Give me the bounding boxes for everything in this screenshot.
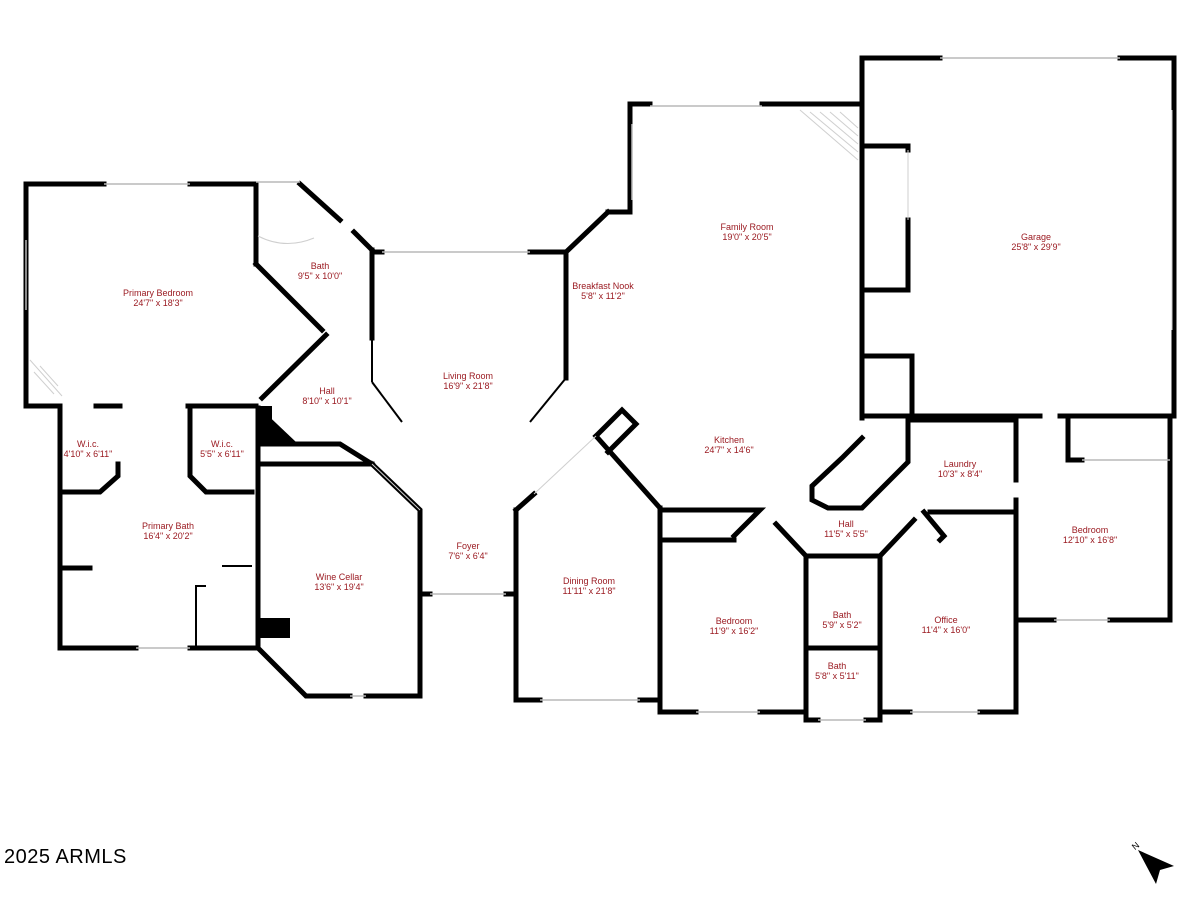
svg-text:8'10" x 10'1": 8'10" x 10'1" <box>302 396 351 406</box>
svg-text:Bedroom: Bedroom <box>1072 525 1109 535</box>
room-label-bath-upper: Bath 5'9" x 5'2" <box>822 610 861 630</box>
svg-text:19'0" x 20'5": 19'0" x 20'5" <box>722 232 771 242</box>
svg-text:Office: Office <box>934 615 957 625</box>
room-label-dining-room: Dining Room 11'11" x 21'8" <box>562 576 615 596</box>
svg-text:5'8" x 11'2": 5'8" x 11'2" <box>581 291 625 301</box>
east-windows <box>631 57 1173 721</box>
svg-text:Foyer: Foyer <box>456 541 479 551</box>
room-label-hall-west: Hall 8'10" x 10'1" <box>302 386 351 406</box>
svg-text:5'8" x 5'11": 5'8" x 5'11" <box>815 671 859 681</box>
svg-text:W.i.c.: W.i.c. <box>77 439 99 449</box>
svg-text:11'11" x 21'8": 11'11" x 21'8" <box>562 586 615 596</box>
central-windows <box>350 251 640 701</box>
svg-text:16'9" x 21'8": 16'9" x 21'8" <box>443 381 492 391</box>
svg-text:Hall: Hall <box>838 519 854 529</box>
room-label-family-room: Family Room 19'0" x 20'5" <box>720 222 773 242</box>
north-label: N <box>1130 840 1141 852</box>
north-arrow-icon: N <box>1130 840 1174 884</box>
svg-text:11'9" x 16'2": 11'9" x 16'2" <box>710 626 759 636</box>
room-label-garage: Garage 25'8" x 29'9" <box>1011 232 1060 252</box>
room-label-bath-lower: Bath 5'8" x 5'11" <box>815 661 859 681</box>
svg-text:4'10" x 6'11": 4'10" x 6'11" <box>64 449 113 459</box>
svg-text:11'5" x 5'5": 11'5" x 5'5" <box>824 529 868 539</box>
svg-text:24'7" x 14'6": 24'7" x 14'6" <box>704 445 753 455</box>
room-label-kitchen: Kitchen 24'7" x 14'6" <box>704 435 753 455</box>
room-label-bath-primary: Bath 9'5" x 10'0" <box>298 261 342 281</box>
svg-text:24'7" x 18'3": 24'7" x 18'3" <box>133 298 182 308</box>
svg-text:13'6" x 19'4": 13'6" x 19'4" <box>314 582 363 592</box>
room-label-bedroom-east: Bedroom 12'10" x 16'8" <box>1063 525 1117 545</box>
svg-text:Garage: Garage <box>1021 232 1051 242</box>
svg-text:25'8" x 29'9": 25'8" x 29'9" <box>1011 242 1060 252</box>
svg-text:16'4" x 20'2": 16'4" x 20'2" <box>143 531 192 541</box>
copyright-text: 2025 ARMLS <box>4 846 127 868</box>
room-label-primary-bedroom: Primary Bedroom 24'7" x 18'3" <box>123 288 193 308</box>
room-label-office: Office 11'4" x 16'0" <box>922 615 971 635</box>
svg-text:Wine Cellar: Wine Cellar <box>316 572 363 582</box>
svg-text:10'3" x 8'4": 10'3" x 8'4" <box>938 469 982 479</box>
svg-text:Hall: Hall <box>319 386 335 396</box>
svg-text:11'4" x 16'0": 11'4" x 16'0" <box>922 625 971 635</box>
room-label-wic-left: W.i.c. 4'10" x 6'11" <box>64 439 113 459</box>
room-label-foyer: Foyer 7'6" x 6'4" <box>448 541 487 561</box>
room-label-laundry: Laundry 10'3" x 8'4" <box>938 459 982 479</box>
east-walls <box>627 55 1177 723</box>
svg-text:7'6" x 6'4": 7'6" x 6'4" <box>448 551 487 561</box>
room-label-hall-east: Hall 11'5" x 5'5" <box>824 519 868 539</box>
svg-text:12'10" x 16'8": 12'10" x 16'8" <box>1063 535 1117 545</box>
svg-text:Bath: Bath <box>311 261 330 271</box>
svg-text:Bedroom: Bedroom <box>716 616 753 626</box>
svg-text:Living Room: Living Room <box>443 371 493 381</box>
svg-text:9'5" x 10'0": 9'5" x 10'0" <box>298 271 342 281</box>
svg-text:5'5" x 6'11": 5'5" x 6'11" <box>200 449 244 459</box>
room-label-bedroom-south: Bedroom 11'9" x 16'2" <box>710 616 759 636</box>
svg-text:Dining Room: Dining Room <box>563 576 615 586</box>
room-label-wine-cellar: Wine Cellar 13'6" x 19'4" <box>314 572 363 592</box>
room-label-breakfast-nook: Breakfast Nook 5'8" x 11'2" <box>572 281 634 301</box>
svg-text:Primary Bath: Primary Bath <box>142 521 194 531</box>
svg-text:Primary Bedroom: Primary Bedroom <box>123 288 193 298</box>
svg-text:Bath: Bath <box>828 661 847 671</box>
svg-text:Laundry: Laundry <box>944 459 977 469</box>
primary-suite-windows <box>25 181 315 649</box>
svg-text:Breakfast Nook: Breakfast Nook <box>572 281 634 291</box>
svg-text:5'9" x 5'2": 5'9" x 5'2" <box>822 620 861 630</box>
svg-text:Family Room: Family Room <box>720 222 773 232</box>
svg-text:Bath: Bath <box>833 610 852 620</box>
svg-text:Kitchen: Kitchen <box>714 435 744 445</box>
room-label-primary-bath: Primary Bath 16'4" x 20'2" <box>142 521 194 541</box>
room-label-wic-right: W.i.c. 5'5" x 6'11" <box>200 439 244 459</box>
room-label-living-room: Living Room 16'9" x 21'8" <box>443 371 493 391</box>
svg-text:W.i.c.: W.i.c. <box>211 439 233 449</box>
